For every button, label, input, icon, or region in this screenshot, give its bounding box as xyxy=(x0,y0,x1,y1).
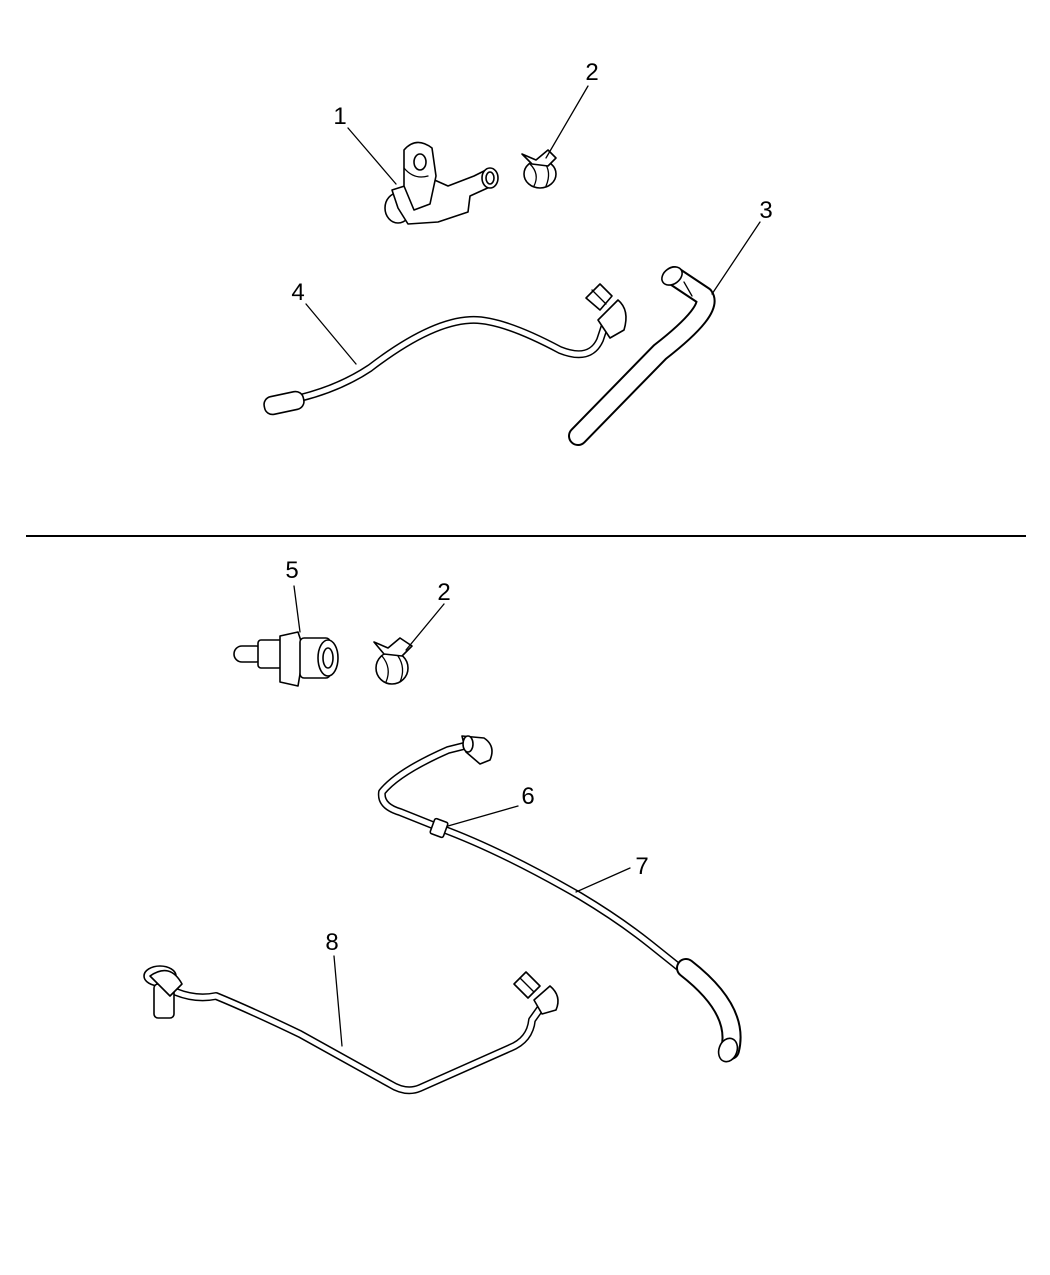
leader-2-bottom xyxy=(405,603,445,651)
leader-5 xyxy=(293,585,301,633)
callout-1: 1 xyxy=(333,103,346,130)
callout-8: 8 xyxy=(325,929,338,956)
part-8-elbow-tube xyxy=(143,965,559,1095)
callout-7: 7 xyxy=(635,853,648,880)
part-6-tube-clip xyxy=(429,817,449,839)
leader-8 xyxy=(333,955,343,1047)
callout-6: 6 xyxy=(521,783,534,810)
part-3-elbow-hose xyxy=(568,266,716,446)
part-1-pcv-valve xyxy=(384,141,499,225)
part-2-hose-clamp-bottom xyxy=(373,637,413,685)
part-5-pcv-valve xyxy=(233,631,339,687)
leader-7 xyxy=(575,867,631,893)
part-2-hose-clamp-top xyxy=(521,149,557,189)
leader-3 xyxy=(711,221,761,295)
leader-4 xyxy=(305,303,357,365)
callout-2-bottom: 2 xyxy=(437,579,450,606)
callout-3: 3 xyxy=(759,197,772,224)
callout-5: 5 xyxy=(285,557,298,584)
leader-6 xyxy=(447,805,519,827)
callout-4: 4 xyxy=(291,279,304,306)
part-4-vent-tube xyxy=(263,283,627,416)
part-7-long-tube xyxy=(377,735,742,1063)
leader-2-top xyxy=(545,85,589,159)
leader-1 xyxy=(347,127,397,185)
callout-2-top: 2 xyxy=(585,59,598,86)
